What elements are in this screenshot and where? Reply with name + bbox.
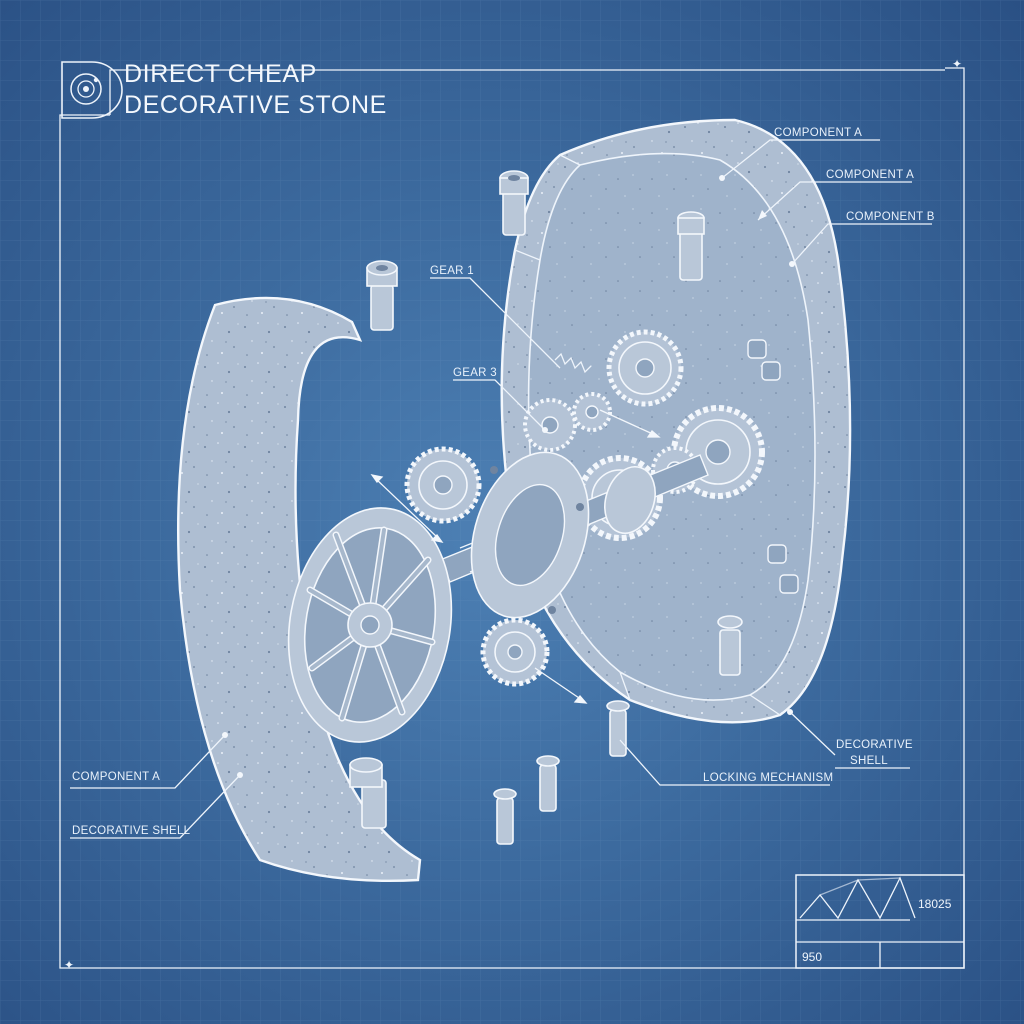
bolt-shell-bottom [717,615,743,676]
drive-shaft-assembly [439,451,709,619]
label-component-a-top: COMPONENT A [774,127,862,139]
motion-arrows [370,409,661,704]
svg-text:✦: ✦ [952,57,962,71]
gear-3 [523,398,577,452]
label-decorative-shell-right-1: DECORATIVE [836,739,913,751]
bolt-bottom-4 [606,700,630,757]
label-component-a-mid: COMPONENT A [826,169,914,181]
bolt-shell-top [677,211,705,281]
drawing-frame: ✦ ✦ [59,57,965,972]
gear-1 [572,392,612,432]
bolt-bottom-3 [536,755,560,812]
bolt-top-center [499,170,529,236]
gear-left [404,446,482,524]
svg-text:✦: ✦ [64,958,74,972]
bolt-bottom-1 [349,757,387,829]
gear-upper-right [606,329,684,407]
label-decorative-shell-right-2: SHELL [850,755,888,767]
right-decorative-shell [500,118,852,724]
bolt-bottom-2 [493,788,517,845]
callout-leaders [70,139,932,839]
label-component-a-left: COMPONENT A [72,771,160,783]
bolt-top-left [366,260,398,331]
title-line-1: DIRECT CHEAP [124,60,317,88]
spring [554,352,592,374]
spoked-wheel [287,507,453,743]
fastener-bolts [349,170,799,845]
label-component-b: COMPONENT B [846,211,935,223]
label-decorative-shell-left: DECORATIVE SHELL [72,825,191,837]
title-block-number-bottom: 950 [802,950,822,964]
label-gear-1: GEAR 1 [430,265,474,277]
title-block [795,874,965,969]
title-line-2: DECORATIVE STONE [124,91,387,119]
label-locking-mechanism: LOCKING MECHANISM [703,772,833,784]
target-logo-icon [61,61,123,119]
gear-lower [480,617,550,687]
label-gear-3: GEAR 3 [453,367,497,379]
title-block-number-top: 18025 [918,897,952,911]
shell-pins [747,339,799,594]
